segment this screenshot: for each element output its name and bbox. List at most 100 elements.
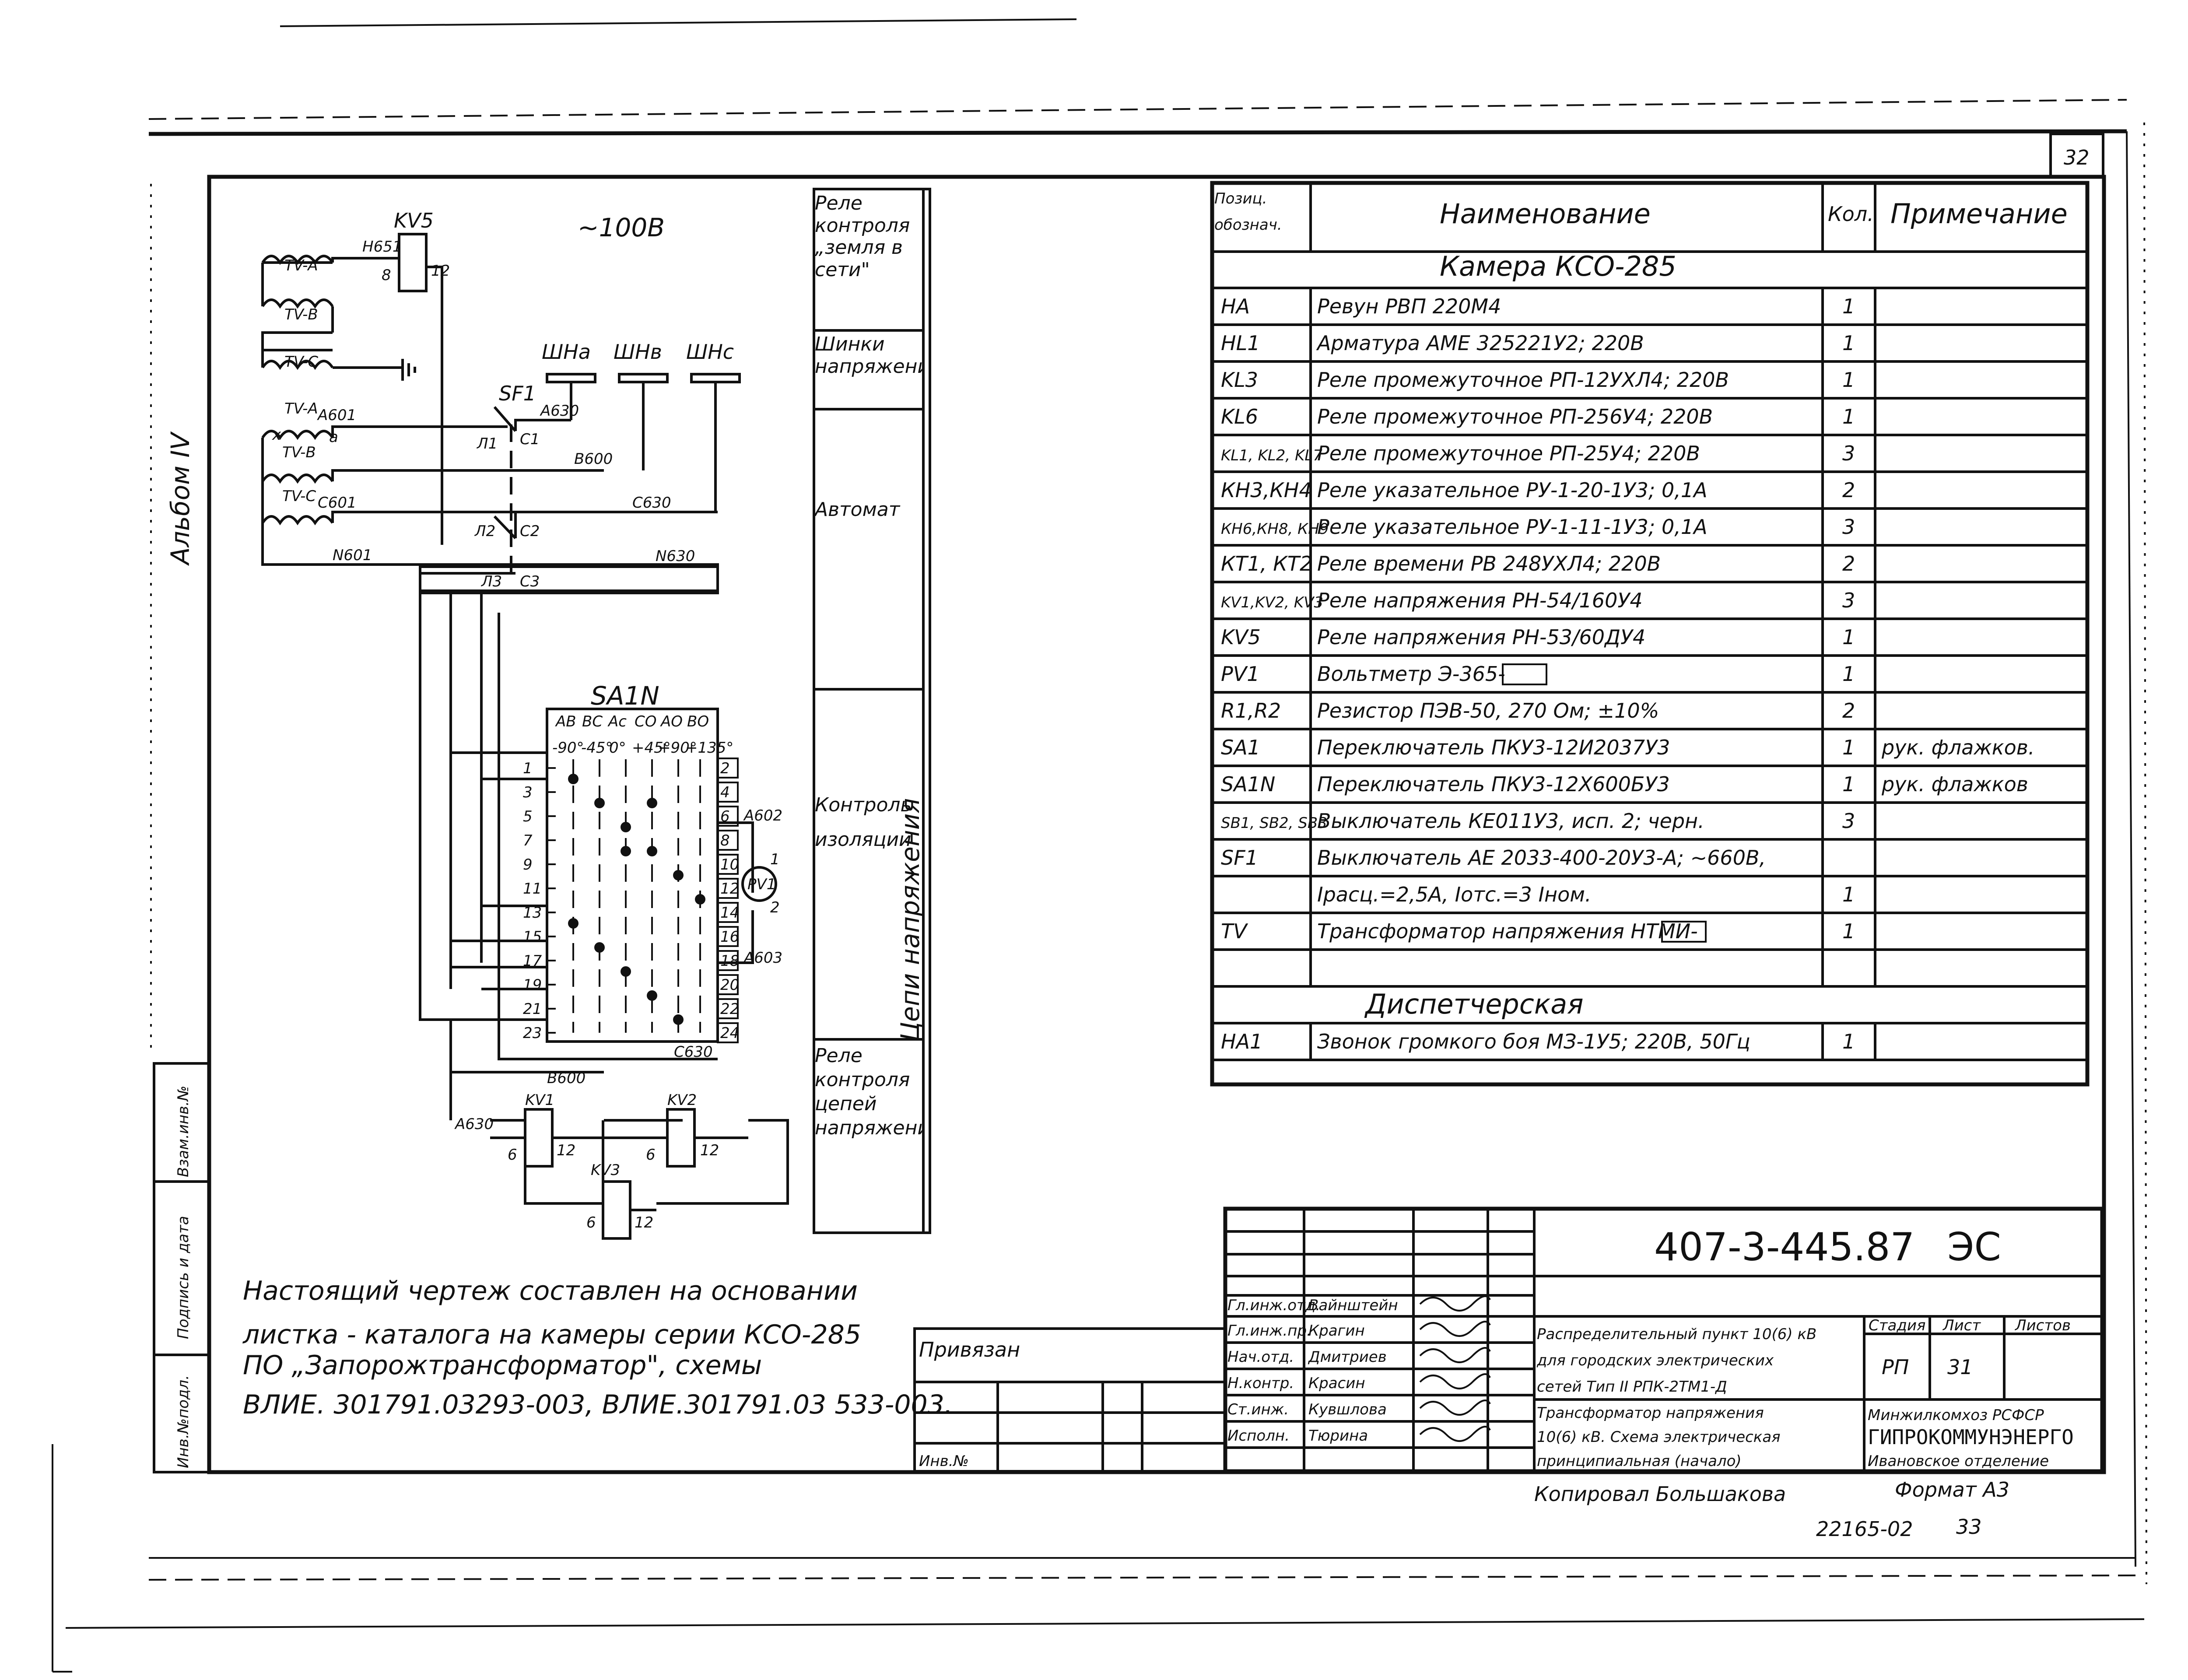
spec-name: Выключатель КЕ011У3, исп. 2; черн. bbox=[1317, 809, 1704, 833]
kv2-relay bbox=[666, 1108, 696, 1168]
spec-name: Реле напряжения РН-53/60ДУ4 bbox=[1317, 625, 1645, 649]
note-line-1: Настоящий чертеж составлен на основании bbox=[243, 1276, 858, 1306]
binding-label: Привязан bbox=[919, 1338, 1020, 1361]
spec-qty: 3 bbox=[1842, 589, 1855, 612]
sa1n-headers: АВ ВС Ас СО АО ВО -90° -45° 0° +45° +90°… bbox=[552, 713, 733, 757]
spec-note: рук. флажков. bbox=[1881, 736, 2034, 759]
sa1n-right-pin: 4 bbox=[720, 784, 730, 801]
sa1n-left-pin: 21 bbox=[523, 1000, 542, 1018]
svg-text:+45°: +45° bbox=[632, 739, 671, 757]
title-desc-2: для городских электрических bbox=[1536, 1352, 1774, 1369]
kv1-pin-right: 12 bbox=[557, 1142, 575, 1159]
tv-star bbox=[261, 425, 719, 591]
sa1n-contact-dot bbox=[594, 942, 605, 953]
wire-a603: А603 bbox=[743, 949, 782, 967]
spec-qty: 1 bbox=[1842, 368, 1855, 392]
spec-table bbox=[1210, 181, 2090, 1087]
note-line-3: ПО „Запорожтрансформатор", схемы bbox=[243, 1350, 762, 1381]
kv3-relay bbox=[602, 1180, 631, 1240]
sa1n-contact-dot bbox=[695, 894, 705, 905]
function-row-breaker: Автомат bbox=[815, 499, 900, 521]
title-drawing-2: 10(6) кВ. Схема электрическая bbox=[1537, 1428, 1781, 1446]
spec-pos: TV bbox=[1221, 919, 1248, 943]
bus-a: ШНа bbox=[542, 340, 591, 364]
spec-qty: 1 bbox=[1842, 662, 1855, 686]
function-vertical-label: Цепи напряжения bbox=[895, 798, 925, 1042]
spec-name: Арматура АМЕ 325221У2; 220В bbox=[1316, 331, 1644, 355]
title-role: Нач.отд. bbox=[1227, 1348, 1294, 1366]
svg-text:ВО: ВО bbox=[687, 713, 709, 730]
wire-b600: В600 bbox=[574, 450, 613, 468]
spec-name: Выключатель АЕ 2033-400-20У3-А; ~660В, bbox=[1317, 846, 1766, 870]
wire-a630: А630 bbox=[454, 1115, 494, 1133]
spec-pos: HL1 bbox=[1221, 331, 1260, 355]
sa1n-right-pin-box bbox=[717, 902, 739, 923]
voltage-label: ~100В bbox=[578, 213, 665, 242]
svg-text:0°: 0° bbox=[609, 739, 626, 757]
sf1-contact-3: С3 bbox=[520, 573, 540, 590]
kv5-wire: Н651 bbox=[362, 238, 402, 256]
title-role: Гл.инж.отд. bbox=[1227, 1297, 1320, 1314]
tap-a601: А601 bbox=[317, 407, 356, 424]
title-person: Дмитриев bbox=[1308, 1348, 1387, 1366]
spec-qty: 1 bbox=[1842, 883, 1855, 906]
sa1n-contact-dot bbox=[673, 1014, 684, 1025]
title-person: Тюрина bbox=[1308, 1427, 1368, 1445]
sa1n-contact-dot bbox=[621, 822, 631, 832]
stamp-vzam-inv: Взам.инв.№ bbox=[175, 1086, 192, 1177]
spec-name: Реле времени РВ 248УХЛ4; 220В bbox=[1317, 552, 1661, 575]
function-row-earth-relay: Реле контроля „земля в сети" bbox=[815, 193, 910, 281]
sa1n-switch bbox=[546, 708, 719, 1043]
title-desc-1: Распределительный пункт 10(6) кВ bbox=[1537, 1326, 1816, 1343]
sa1n-right-pin-box bbox=[717, 1022, 739, 1043]
sa1n-right-pin: 6 bbox=[720, 808, 730, 825]
sf1-breaker bbox=[419, 406, 719, 594]
title-stage: РП bbox=[1882, 1355, 1909, 1379]
wire-c630-2: С630 bbox=[674, 1043, 713, 1061]
kv3-label: KV3 bbox=[591, 1161, 620, 1179]
page-number: 33 bbox=[1956, 1515, 1982, 1539]
kv2-pin-right: 12 bbox=[700, 1142, 719, 1159]
sa1n-right-pin: 8 bbox=[720, 832, 730, 849]
sa1n-label: SA1N bbox=[591, 681, 659, 711]
sf1-contact-2: С2 bbox=[520, 523, 540, 540]
title-drawing-3: принципиальная (начало) bbox=[1537, 1452, 1742, 1470]
spec-qty: 2 bbox=[1842, 699, 1855, 723]
title-stage-label: Стадия bbox=[1869, 1317, 1925, 1334]
spec-pos: КТ1, КТ2 bbox=[1221, 552, 1312, 575]
spec-name: Резистор ПЭВ-50, 270 Ом; ±10% bbox=[1317, 699, 1659, 723]
spec-name: Переключатель ПКУ3-12Х600БУ3 bbox=[1317, 772, 1670, 796]
sa1n-contact-dot bbox=[673, 870, 684, 880]
spec-qty: 1 bbox=[1842, 1030, 1855, 1053]
title-block bbox=[1223, 1207, 2104, 1473]
copied-by: Копировал Большакова bbox=[1534, 1482, 1786, 1506]
sa1n-positions bbox=[568, 759, 705, 1033]
spec-header-pos-2: обознач. bbox=[1214, 216, 1282, 234]
kv3-pin-right: 12 bbox=[635, 1214, 653, 1231]
title-person: Кувшлова bbox=[1308, 1401, 1387, 1418]
kv5-pin-right: 12 bbox=[431, 262, 450, 280]
tv-a-label: TV-A bbox=[284, 257, 318, 274]
spec-pos: SA1 bbox=[1221, 736, 1260, 759]
tv-sec-a-label: TV-A bbox=[284, 400, 318, 417]
spec-pos: KL1, KL2, KL7 bbox=[1221, 447, 1322, 464]
wire-a602: А602 bbox=[743, 807, 782, 824]
kv5-label: KV5 bbox=[394, 209, 434, 232]
sa1n-right-pin-box bbox=[717, 782, 739, 803]
svg-text:АО: АО bbox=[660, 713, 683, 730]
title-role: Н.контр. bbox=[1227, 1375, 1294, 1392]
kv2-pin-left: 6 bbox=[646, 1146, 656, 1164]
spec-qty: 1 bbox=[1842, 295, 1855, 318]
title-org-3: Ивановское отделение bbox=[1868, 1452, 2049, 1470]
wire-b600-2: В600 bbox=[547, 1070, 586, 1087]
sa1n-contact-dot bbox=[621, 846, 631, 856]
svg-text:СО: СО bbox=[635, 713, 657, 730]
sa1n-right-pin: 22 bbox=[720, 1000, 739, 1018]
title-person: Красин bbox=[1308, 1375, 1365, 1392]
title-org-1: Минжилкомхоз РСФСР bbox=[1868, 1406, 2044, 1424]
sa1n-right-pin-box bbox=[717, 926, 739, 947]
sa1n-contact-dot bbox=[647, 846, 657, 856]
spec-name: Трансформатор напряжения НТМИ- bbox=[1317, 919, 1698, 943]
svg-text:ВС: ВС bbox=[582, 713, 603, 730]
kv1-label: KV1 bbox=[525, 1091, 554, 1109]
